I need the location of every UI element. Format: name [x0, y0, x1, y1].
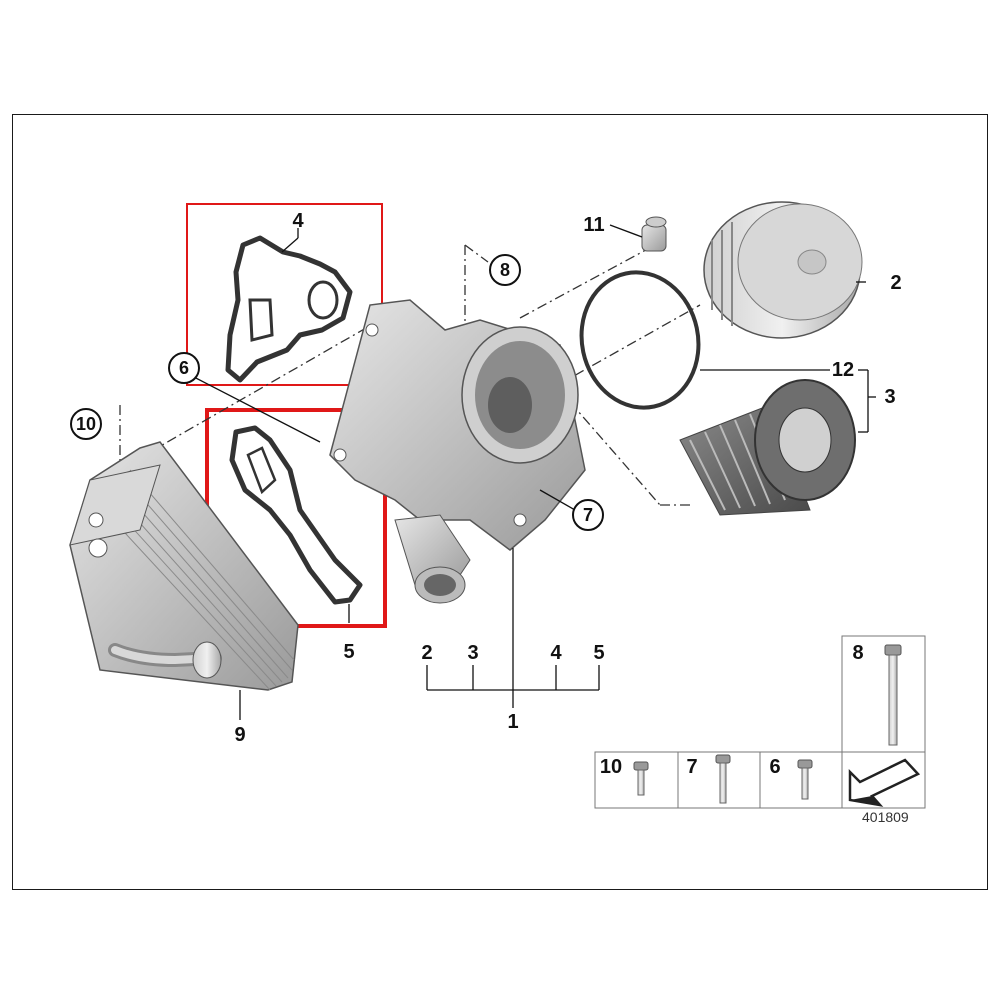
- callout-11: 11: [583, 214, 605, 236]
- reference-code: 401809: [862, 809, 909, 825]
- filter-element-3-part: [679, 379, 856, 516]
- short-bolt-icon: [633, 761, 649, 796]
- oil-cooler-part: [69, 441, 299, 691]
- fastener-table: [594, 635, 926, 809]
- filter-cap-2-part: [703, 201, 863, 339]
- fastener-label-7: 7: [686, 756, 698, 778]
- oil-filter-housing-part: [329, 299, 586, 604]
- callout-1: 1: [507, 711, 519, 733]
- callout-8-circled: 8: [489, 254, 521, 286]
- leader-lines: [189, 224, 876, 720]
- plug-11-part: [641, 216, 667, 252]
- direction-arrow-icon: [846, 758, 921, 807]
- fastener-label-8: 8: [852, 642, 864, 664]
- fastener-label-10: 10: [599, 756, 623, 778]
- long-bolt-icon: [884, 644, 902, 746]
- diagram-frame: [12, 114, 988, 890]
- short-bolt-icon: [797, 759, 813, 800]
- callout-2: 2: [890, 272, 902, 294]
- callout-12: 12: [831, 359, 855, 381]
- callout-9: 9: [234, 724, 246, 746]
- callout-3-group: 3: [467, 642, 479, 664]
- fastener-label-6: 6: [769, 756, 781, 778]
- medium-bolt-icon: [715, 754, 731, 804]
- highlight-box-gasket-4: [186, 203, 383, 386]
- callout-6-circled: 6: [168, 352, 200, 384]
- callout-4: 4: [292, 210, 304, 232]
- callout-4-group: 4: [550, 642, 562, 664]
- callout-5: 5: [343, 641, 355, 663]
- callout-10-circled: 10: [70, 408, 102, 440]
- gasket-4-part: [225, 235, 353, 383]
- callout-2-group: 2: [421, 642, 433, 664]
- callout-3: 3: [884, 386, 896, 408]
- o-ring-12-part: [579, 270, 701, 410]
- callout-5-group: 5: [593, 642, 605, 664]
- callout-7-circled: 7: [572, 499, 604, 531]
- gasket-5-part: [229, 425, 363, 605]
